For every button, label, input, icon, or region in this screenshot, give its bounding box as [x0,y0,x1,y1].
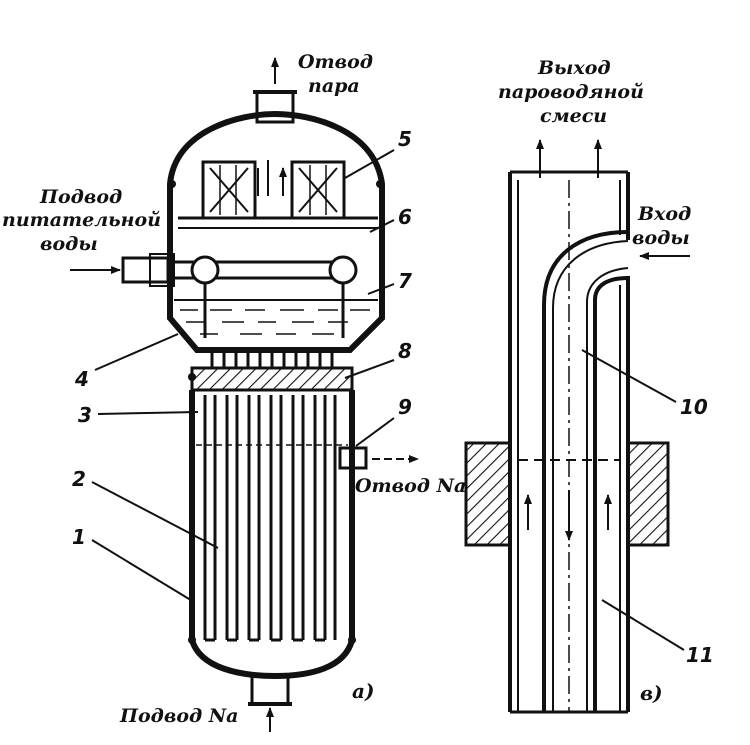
mixture-outlet-label: Выход пароводяной смеси [498,57,651,127]
callout-3: 3 [78,403,92,427]
support-plate-left [464,441,512,547]
sodium-outlet-nozzle [338,446,368,470]
steam-outlet-label: Отвод пара [298,51,380,97]
steam-generator-vessel [121,90,385,706]
outer-tube [508,170,630,714]
callout-1: 1 [72,525,86,549]
callout-6: 6 [398,205,412,229]
water-level [174,299,378,335]
callout-7: 7 [398,269,412,293]
callout-5: 5 [398,127,412,151]
steam-drum-dome [167,110,385,353]
steam-outlet-nozzle [253,90,297,124]
support-plate-right [626,441,670,547]
sodium-inlet-label: Подвод Na [119,705,239,727]
sodium-inlet-nozzle [248,674,292,706]
panel-label-b: в) [640,681,663,705]
panel-label-a: а) [352,679,374,703]
tube-element [464,170,670,714]
feedwater-inlet-label: Подвод питательной воды [2,186,168,255]
callout-2: 2 [72,467,86,491]
tube-bundle [196,395,348,642]
separator-units [178,160,378,229]
water-inlet-label: Вход воды [632,203,698,249]
callouts-b: 10 11 [581,349,714,667]
callouts-a: 5 6 7 8 9 4 3 2 1 [72,127,412,603]
callout-11: 11 [686,643,714,667]
tubesheet [190,366,354,392]
tube-ends [210,350,334,368]
callout-10: 10 [680,395,708,419]
callout-4: 4 [74,367,89,391]
feedwater-header [121,253,358,338]
callout-9: 9 [398,395,412,419]
inner-tube [542,180,629,712]
sodium-outlet-label: Отвод Na [355,475,466,497]
callout-8: 8 [398,339,412,363]
